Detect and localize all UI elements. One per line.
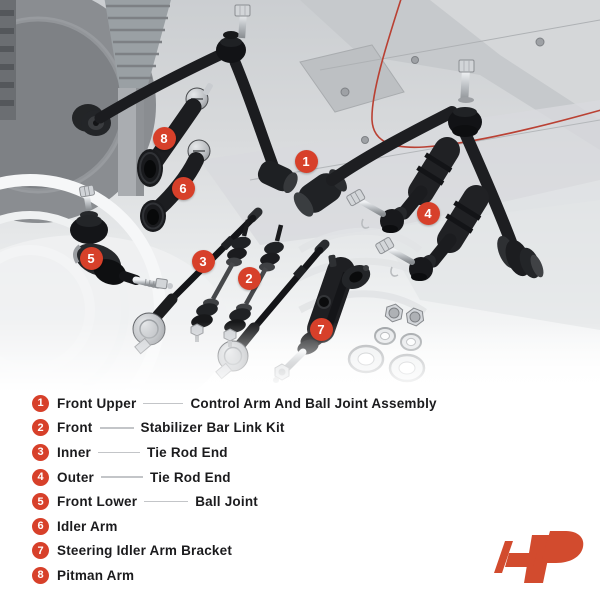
legend-part-name: Tie Rod End (150, 469, 231, 485)
legend-part-name: Ball Joint (195, 494, 258, 510)
legend-marker-3: 3 (32, 443, 49, 461)
ap-logo-icon (492, 529, 586, 585)
legend-item-5: 5 Front Lower Ball Joint (32, 489, 437, 514)
photo-fade (0, 322, 600, 392)
outer-tie-rod-1 (346, 137, 460, 233)
legend-label: Outer (57, 469, 95, 485)
legend-part-name: Tie Rod End (147, 444, 228, 460)
legend-item-1: 1 Front Upper Control Arm And Ball Joint A… (32, 391, 437, 416)
callout-marker-1: 1 (294, 149, 318, 173)
legend-item-2: 2 Front Stabilizer Bar Link Kit (32, 416, 437, 441)
legend-marker-5: 5 (32, 493, 49, 511)
legend-marker-7: 7 (32, 542, 49, 560)
legend-item-8: 8 Pitman Arm (32, 563, 437, 588)
legend-marker-6: 6 (32, 517, 49, 535)
legend-label: Front Lower (57, 494, 138, 510)
suspension-photo (0, 0, 600, 392)
outer-tie-rod-2 (375, 185, 489, 281)
legend-part-name: Control Arm And Ball Joint Assembly (190, 395, 437, 411)
legend-connector-line (144, 500, 189, 503)
callout-marker-3: 3 (191, 249, 215, 273)
control-arm-right (293, 59, 544, 279)
legend-label: Front (57, 420, 93, 436)
legend-label: Pitman Arm (57, 567, 135, 583)
legend-item-4: 4 Outer Tie Rod End (32, 465, 437, 490)
legend-part-name: Stabilizer Bar Link Kit (140, 420, 285, 436)
legend-connector-line (101, 476, 144, 478)
callout-marker-2: 2 (237, 266, 261, 290)
legend-label: Inner (57, 444, 92, 460)
legend-connector-line (99, 427, 134, 429)
legend-marker-8: 8 (32, 566, 49, 584)
legend-item-6: 6 Idler Arm (32, 514, 437, 539)
control-arm-left (72, 4, 298, 194)
callout-marker-6: 6 (171, 176, 195, 200)
legend-label: Idler Arm (57, 518, 118, 534)
legend-label: Front Upper (57, 395, 137, 411)
legend-marker-4: 4 (32, 468, 49, 486)
legend-connector-line (143, 402, 184, 405)
legend-label: Steering Idler Arm Bracket (57, 543, 233, 559)
legend-item-7: 7 Steering Idler Arm Bracket (32, 539, 437, 564)
legend-connector-line (98, 451, 141, 454)
callout-marker-4: 4 (416, 201, 440, 225)
callout-marker-5: 5 (79, 246, 103, 270)
legend-marker-1: 1 (32, 394, 49, 412)
callout-marker-7: 7 (309, 317, 333, 341)
legend-marker-2: 2 (32, 419, 49, 437)
legend-item-3: 3 Inner Tie Rod End (32, 440, 437, 465)
legend: 1 Front Upper Control Arm And Ball Joint A… (32, 391, 437, 588)
callout-marker-8: 8 (152, 126, 176, 150)
